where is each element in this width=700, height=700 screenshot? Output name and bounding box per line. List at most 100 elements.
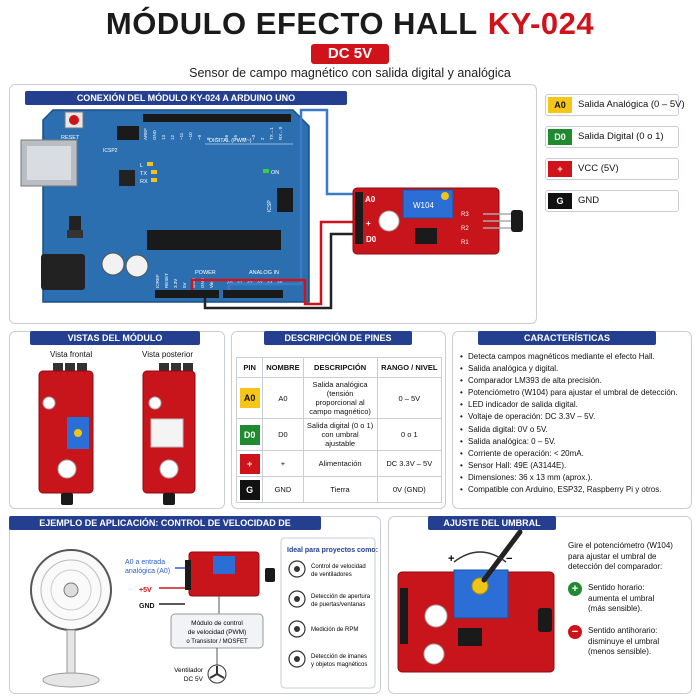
cell-name: + xyxy=(262,450,304,477)
counterclockwise-minus-icon: − xyxy=(568,625,582,639)
fan-example-diagram: A0 a entrada analógica (A0) +5V GND Módu… xyxy=(30,537,378,689)
ideal-item-line-1: Control de velocidad xyxy=(311,564,366,570)
header-top-left xyxy=(143,114,213,122)
potentiometer-screw xyxy=(441,192,449,200)
pin-label: 7 xyxy=(215,137,220,140)
ccw-line: (menos sensible). xyxy=(588,647,652,656)
feature-item: Detecta campos magnéticos mediante el ef… xyxy=(460,351,690,363)
pins-heading: DESCRIPCIÓN DE PINES xyxy=(264,331,412,345)
led-tx xyxy=(151,170,157,174)
pin-chip: G xyxy=(239,479,260,500)
fan-base xyxy=(42,672,100,688)
front-view-label: Vista frontal xyxy=(50,350,93,359)
gnd-label: GND xyxy=(139,603,155,610)
wire-vcc xyxy=(190,220,355,306)
led-l-label: L xyxy=(140,163,143,169)
controller-line-3: o Transistor / MOSFET xyxy=(186,639,248,645)
led-l xyxy=(147,162,153,166)
pin-label: 5V xyxy=(182,282,187,288)
intro-line: detección del comparador: xyxy=(568,562,663,571)
gauge-icon-center xyxy=(294,626,300,632)
front-view xyxy=(38,363,94,505)
reset-button-cap xyxy=(69,115,79,125)
icsp-header xyxy=(277,188,293,212)
pin-label: A2 xyxy=(247,280,253,285)
comparator-chip xyxy=(415,228,437,244)
pin-cell: A0 xyxy=(235,377,264,419)
intro-line: para ajustar el umbral de xyxy=(568,551,657,561)
controller-line-1: Módulo de control xyxy=(191,620,243,627)
pin-label: 12 xyxy=(170,134,175,140)
cell-desc: Salida analógica (tensión proporcional a… xyxy=(302,377,378,419)
subtitle: Sensor de campo magnético con salida dig… xyxy=(189,66,511,80)
clockwise-text: Sentido horario: aumenta el umbral (más … xyxy=(588,583,654,615)
rotate-minus: − xyxy=(506,553,512,565)
led-on xyxy=(263,169,269,173)
mounting-hole xyxy=(148,396,162,410)
pin-label: ~6 xyxy=(224,134,229,140)
magnet-icon-center xyxy=(294,656,300,662)
led-rx-label: RX xyxy=(140,179,148,185)
legend-label: VCC (5V) xyxy=(578,163,619,174)
ideal-item-line-2: de ventiladores xyxy=(311,572,352,578)
pin-label: RESET xyxy=(164,273,169,288)
pin-cell: G xyxy=(235,476,264,503)
counterclockwise-text: Sentido antihorario: disminuye el umbral… xyxy=(588,626,659,658)
ccw-line: disminuye el umbral xyxy=(588,636,660,646)
pin-label: A0 xyxy=(227,280,233,285)
column-header: PIN xyxy=(235,357,264,378)
feature-item: Comparador LM393 de alta precisión. xyxy=(460,375,690,387)
ideal-item-line-2: de puertas/ventanas xyxy=(311,602,365,608)
capacitor xyxy=(101,252,125,276)
fan-guard-ring xyxy=(50,569,92,611)
fan-icon-center xyxy=(294,566,300,572)
resistor-r1: R1 xyxy=(461,240,469,246)
back-label-pad xyxy=(150,418,184,448)
pin-chip: D0 xyxy=(239,424,260,445)
digital-label: DIGITAL (PWM~) xyxy=(209,138,252,144)
dc-jack xyxy=(41,254,85,290)
mounting-hole xyxy=(57,459,77,479)
fan-label-2: DC 5V xyxy=(184,676,204,683)
fan-symbol-blades xyxy=(209,666,225,679)
on-label: ON xyxy=(271,170,279,176)
pin-label: GND xyxy=(152,129,157,140)
module-pin-a0: A0 xyxy=(365,195,376,204)
mounting-hole xyxy=(159,459,179,479)
module-pin-d0: D0 xyxy=(366,235,377,244)
pin-label: RX←0 xyxy=(278,126,283,140)
legend-chip: A0 xyxy=(548,97,572,113)
header-top-right xyxy=(207,114,291,122)
legend-chip: + xyxy=(548,161,572,177)
column-header: NOMBRE xyxy=(262,357,304,378)
cell-range: 0 – 5V xyxy=(376,377,443,419)
icsp-label: ICSP xyxy=(267,200,273,212)
pin-label: ~10 xyxy=(188,132,193,140)
module-pin-plus: + xyxy=(366,219,371,228)
threshold-diagram: + − xyxy=(397,529,555,673)
module-pin-header xyxy=(400,588,408,644)
pin-cell: D0 xyxy=(235,418,264,451)
pin-label: 13 xyxy=(161,134,166,140)
controller-line-2: de velocidad (PWM) xyxy=(188,629,247,636)
features-heading: CARACTERÍSTICAS xyxy=(478,331,656,345)
hall-sensor xyxy=(265,568,275,582)
ideal-box xyxy=(280,537,376,689)
cw-line: aumenta el umbral xyxy=(588,593,655,603)
legend-chip: D0 xyxy=(548,129,572,145)
voltage-regulator-tab xyxy=(67,230,83,238)
connection-heading: CONEXIÓN DEL MÓDULO KY-024 A ARDUINO UNO xyxy=(25,91,347,105)
hall-sensor xyxy=(61,493,73,505)
ideal-heading: Ideal para proyectos como: xyxy=(287,547,378,554)
a0-label-2: analógica (A0) xyxy=(125,568,170,575)
feature-item: Dimensiones: 36 x 13 mm (aprox.). xyxy=(460,472,690,484)
door-icon-center xyxy=(294,596,300,602)
